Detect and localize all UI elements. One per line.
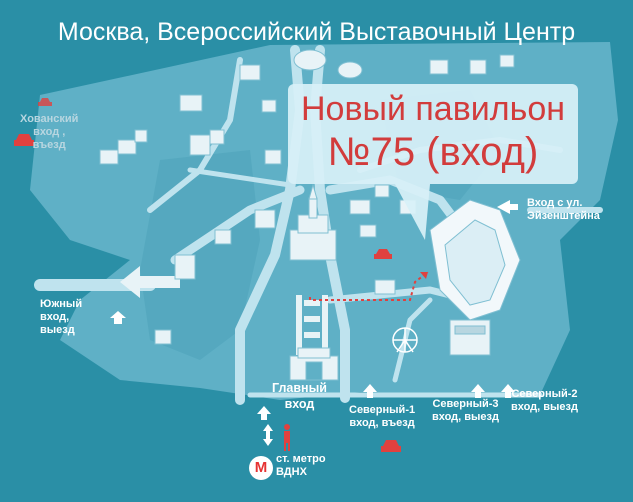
main-arch: [289, 347, 339, 381]
callout-pointer: [395, 184, 430, 240]
khovansky-line-3: въезд: [32, 139, 66, 151]
south-arrow-icon: [120, 266, 180, 298]
south-entry-label: Южный вход, выезд: [40, 298, 82, 337]
car-icon: [14, 134, 34, 146]
callout-line-1: Новый павильон: [300, 90, 565, 128]
ferris-wheel-icon: [392, 327, 418, 353]
south-entry-arrow-icon: [110, 311, 126, 324]
north1-line-2: вход, въезд: [349, 417, 415, 429]
north3-arrow-icon: [471, 384, 485, 398]
north3-line-1: Северный-3: [432, 398, 499, 410]
north1-label: Северный-1 вход, въезд: [349, 404, 415, 430]
south-line-3: выезд: [40, 324, 75, 336]
main-line-2: вход: [284, 397, 315, 411]
north2-arrow-icon: [501, 384, 515, 398]
route-arrow-icon: [420, 272, 428, 279]
khovansky-line-2: вход ,: [33, 126, 66, 138]
car-icon: [381, 440, 401, 452]
metro-label: ст. метро ВДНХ: [276, 453, 326, 479]
south-line-2: вход,: [40, 311, 70, 323]
territory-shade: [140, 150, 260, 360]
eisenstein-line-1: Вход с ул.: [527, 197, 583, 209]
north1-line-1: Северный-1: [349, 404, 416, 416]
walker-icon: [284, 424, 290, 451]
south-line-1: Южный: [40, 298, 83, 310]
car-icons: [14, 98, 401, 452]
main-line-1: Главный: [272, 381, 327, 395]
central-alley: [296, 295, 328, 355]
eisenstein-arrow-icon: [497, 200, 518, 214]
pavilion-callout: Новый павильон №75 (вход): [288, 84, 578, 184]
callout-line-2: №75 (вход): [327, 130, 539, 174]
main-entry-arrow-icon: [257, 406, 271, 420]
metro-line-1: ст. метро: [276, 453, 326, 465]
buildings: [99, 49, 515, 345]
eisenstein-line-2: Эйзенштейна: [527, 210, 600, 222]
metro-letter: M: [254, 459, 268, 476]
central-pavilion: [289, 183, 337, 261]
north2-label: Северный-2 вход, выезд: [511, 388, 578, 414]
metro-icon: M: [249, 456, 273, 480]
khovansky-line-1: Хованский: [20, 113, 79, 125]
page-title: Москва, Всероссийский Выставочный Центр: [57, 18, 576, 46]
north3-line-2: вход, выезд: [432, 411, 499, 423]
pavilion-75: [429, 199, 521, 356]
metro-line-2: ВДНХ: [276, 466, 307, 478]
north3-label: Северный-3 вход, выезд: [432, 398, 499, 424]
north2-line-2: вход, выезд: [511, 401, 578, 413]
updown-arrow-icon: [263, 424, 273, 446]
north2-line-1: Северный-2: [511, 388, 578, 400]
route-path: [309, 271, 429, 301]
main-entry-label: Главный вход: [272, 380, 327, 412]
entry-arrows: [110, 200, 518, 420]
car-icon: [38, 98, 52, 106]
north1-arrow-icon: [363, 384, 377, 398]
eisenstein-label: Вход с ул. Эйзенштейна: [527, 197, 600, 223]
khovansky-label: Хованский вход , въезд: [20, 113, 78, 152]
car-icon: [374, 249, 392, 259]
